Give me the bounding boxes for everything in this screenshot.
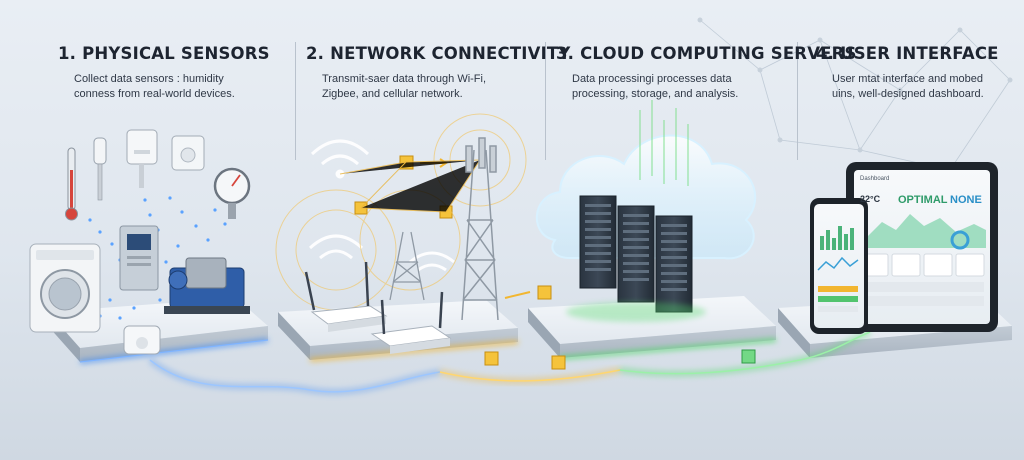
- stage-title: 4. USER INTERFACE: [816, 44, 999, 63]
- probe-sensor-icon: [93, 137, 107, 201]
- washing-machine-icon: [29, 243, 101, 333]
- cell-tower-icon: [461, 137, 499, 321]
- stage-user-interface: 4. USER INTERFACE User mtat interface an…: [816, 44, 1024, 102]
- tablet-device: [846, 162, 998, 332]
- humidity-sensor-icon: [126, 129, 158, 188]
- divider-3: [797, 42, 798, 160]
- tablet-header-text: Dashboard: [860, 176, 890, 182]
- smartphone-device: [810, 198, 868, 334]
- stage-description-line: conness from real-world devices.: [74, 88, 235, 100]
- stage-title: 3. CLOUD COMPUTING SERVERS: [556, 44, 857, 63]
- server-glow: [566, 302, 706, 322]
- stage-description-line: processing, storage, and analysis.: [572, 88, 739, 100]
- control-cabinet-icon: [119, 225, 159, 291]
- stage-description-line: Data processingi processes data: [572, 73, 732, 85]
- stage-description: Collect data sensors : humidity conness …: [58, 72, 288, 102]
- thermometer-icon: [65, 147, 78, 221]
- stage-description-line: uins, well-designed dashboard.: [832, 88, 984, 100]
- tablet-temperature-value: 22°C: [860, 194, 881, 204]
- pressure-gauge-icon: [213, 167, 251, 219]
- data-flow-paths: [148, 329, 872, 395]
- stage-description-line: Transmit-saer data through Wi-Fi,: [322, 73, 487, 85]
- signal-ripples: [275, 113, 527, 311]
- stage-description-line: Collect data sensors : humidity: [74, 73, 224, 85]
- stage-description: User mtat interface and mobed uins, well…: [816, 72, 1024, 102]
- wifi-waves: [308, 139, 455, 272]
- tablet-alert-none: NONE: [950, 194, 982, 206]
- divider-2: [545, 42, 546, 160]
- wifi-router-icon: [304, 261, 388, 332]
- data-streams: [639, 100, 689, 186]
- network-links: [339, 159, 481, 213]
- stage-physical-sensors: 1. PHYSICAL SENSORS Collect data sensors…: [58, 44, 288, 102]
- pump-motor-icon: [164, 257, 250, 314]
- data-particles: [86, 196, 227, 320]
- motion-sensor-icon: [171, 135, 205, 171]
- server-rack-left: [579, 195, 617, 289]
- stage-title: 1. PHYSICAL SENSORS: [58, 44, 270, 63]
- divider-1: [295, 42, 296, 160]
- stage-title: 2. NETWORK CONNECTIVITY: [306, 44, 571, 63]
- server-rack-center: [617, 205, 655, 303]
- tablet-status-optimal: OPTIMAL: [898, 194, 948, 206]
- stage-description-line: Zigbee, and cellular network.: [322, 88, 463, 100]
- server-rack-right: [655, 215, 693, 313]
- stage-description-line: User mtat interface and mobed: [832, 73, 984, 85]
- stage-description: Data processingi processes data processi…: [556, 72, 786, 102]
- stage-cloud-computing-servers: 3. CLOUD COMPUTING SERVERS Data processi…: [556, 44, 857, 102]
- antenna-mast-icon: [389, 231, 425, 301]
- stage-network-connectivity: 2. NETWORK CONNECTIVITY Transmit-saer da…: [306, 44, 571, 102]
- ceiling-sensor-icon: [123, 325, 161, 355]
- stage-description: Transmit-saer data through Wi-Fi, Zigbee…: [306, 72, 536, 102]
- gateway-router-icon: [370, 291, 452, 354]
